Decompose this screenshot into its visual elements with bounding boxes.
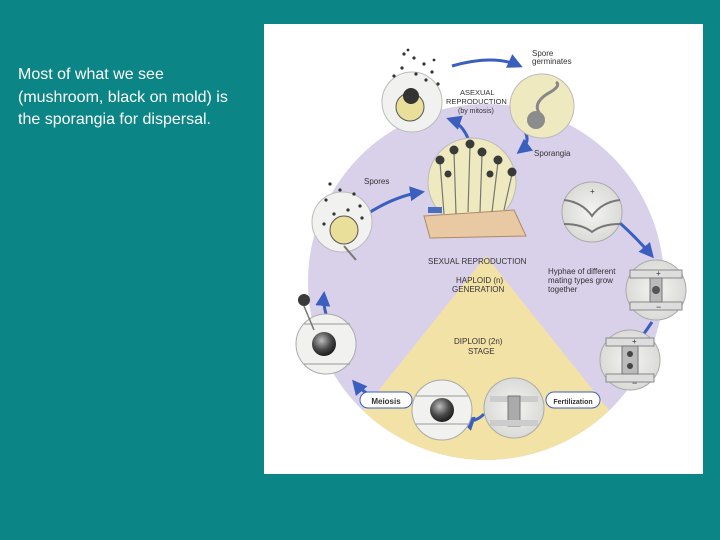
asexual-label-1: ASEXUAL [460,88,495,97]
diploid-label-1: DIPLOID (2n) [454,337,503,346]
life-cycle-figure: Meiosis Fertilization Spore germinates A… [264,24,703,474]
spores-label: Spores [364,177,389,186]
hyphae-label-3: together [548,285,578,294]
fertilization-label: Fertilization [553,399,592,406]
hyphae-label-1: Hyphae of different [548,267,616,276]
diploid-region [312,256,660,460]
hyphae-approach-circle [561,181,623,243]
hyphae-contact-circle [625,259,687,321]
asexual-label-3: (by mitosis) [458,108,494,115]
fertilization-circle [599,329,661,391]
haploid-label-2: GENERATION [452,285,505,294]
haploid-label-1: HAPLOID (n) [456,276,503,285]
spore-germinates-label-2: germinates [532,57,572,66]
sexual-reproduction-label: SEXUAL REPRODUCTION [428,257,527,266]
fertilization-pill: Fertilization [545,391,601,409]
minus-sign-1: − [656,302,661,312]
zygote-circle [483,377,545,439]
meiosis-pill: Meiosis [359,391,413,409]
meiosis-zygospore-circle [411,379,473,441]
asexual-label-2: REPRODUCTION [446,97,507,106]
spore-germinates-label-1: Spore [532,49,554,58]
sporangia-label: Sporangia [534,149,571,158]
plus-sign-2: + [656,269,661,278]
arrow-germinate [451,54,523,68]
slide-body-text: Most of what we see (mushroom, black on … [18,66,228,128]
germinating-spore-circle [509,73,575,139]
plus-sign-1: + [590,187,595,196]
meiosis-label: Meiosis [371,397,401,406]
hyphae-label-2: mating types grow [548,276,613,285]
minus-sign-2: − [632,378,637,388]
asexual-spore-circle [381,48,443,133]
sporangia-on-bread [423,137,527,239]
left-zygospore-circle [295,294,357,375]
diploid-label-2: STAGE [468,347,495,356]
plus-sign-3: + [632,337,637,346]
spore-release-circle [311,182,373,261]
